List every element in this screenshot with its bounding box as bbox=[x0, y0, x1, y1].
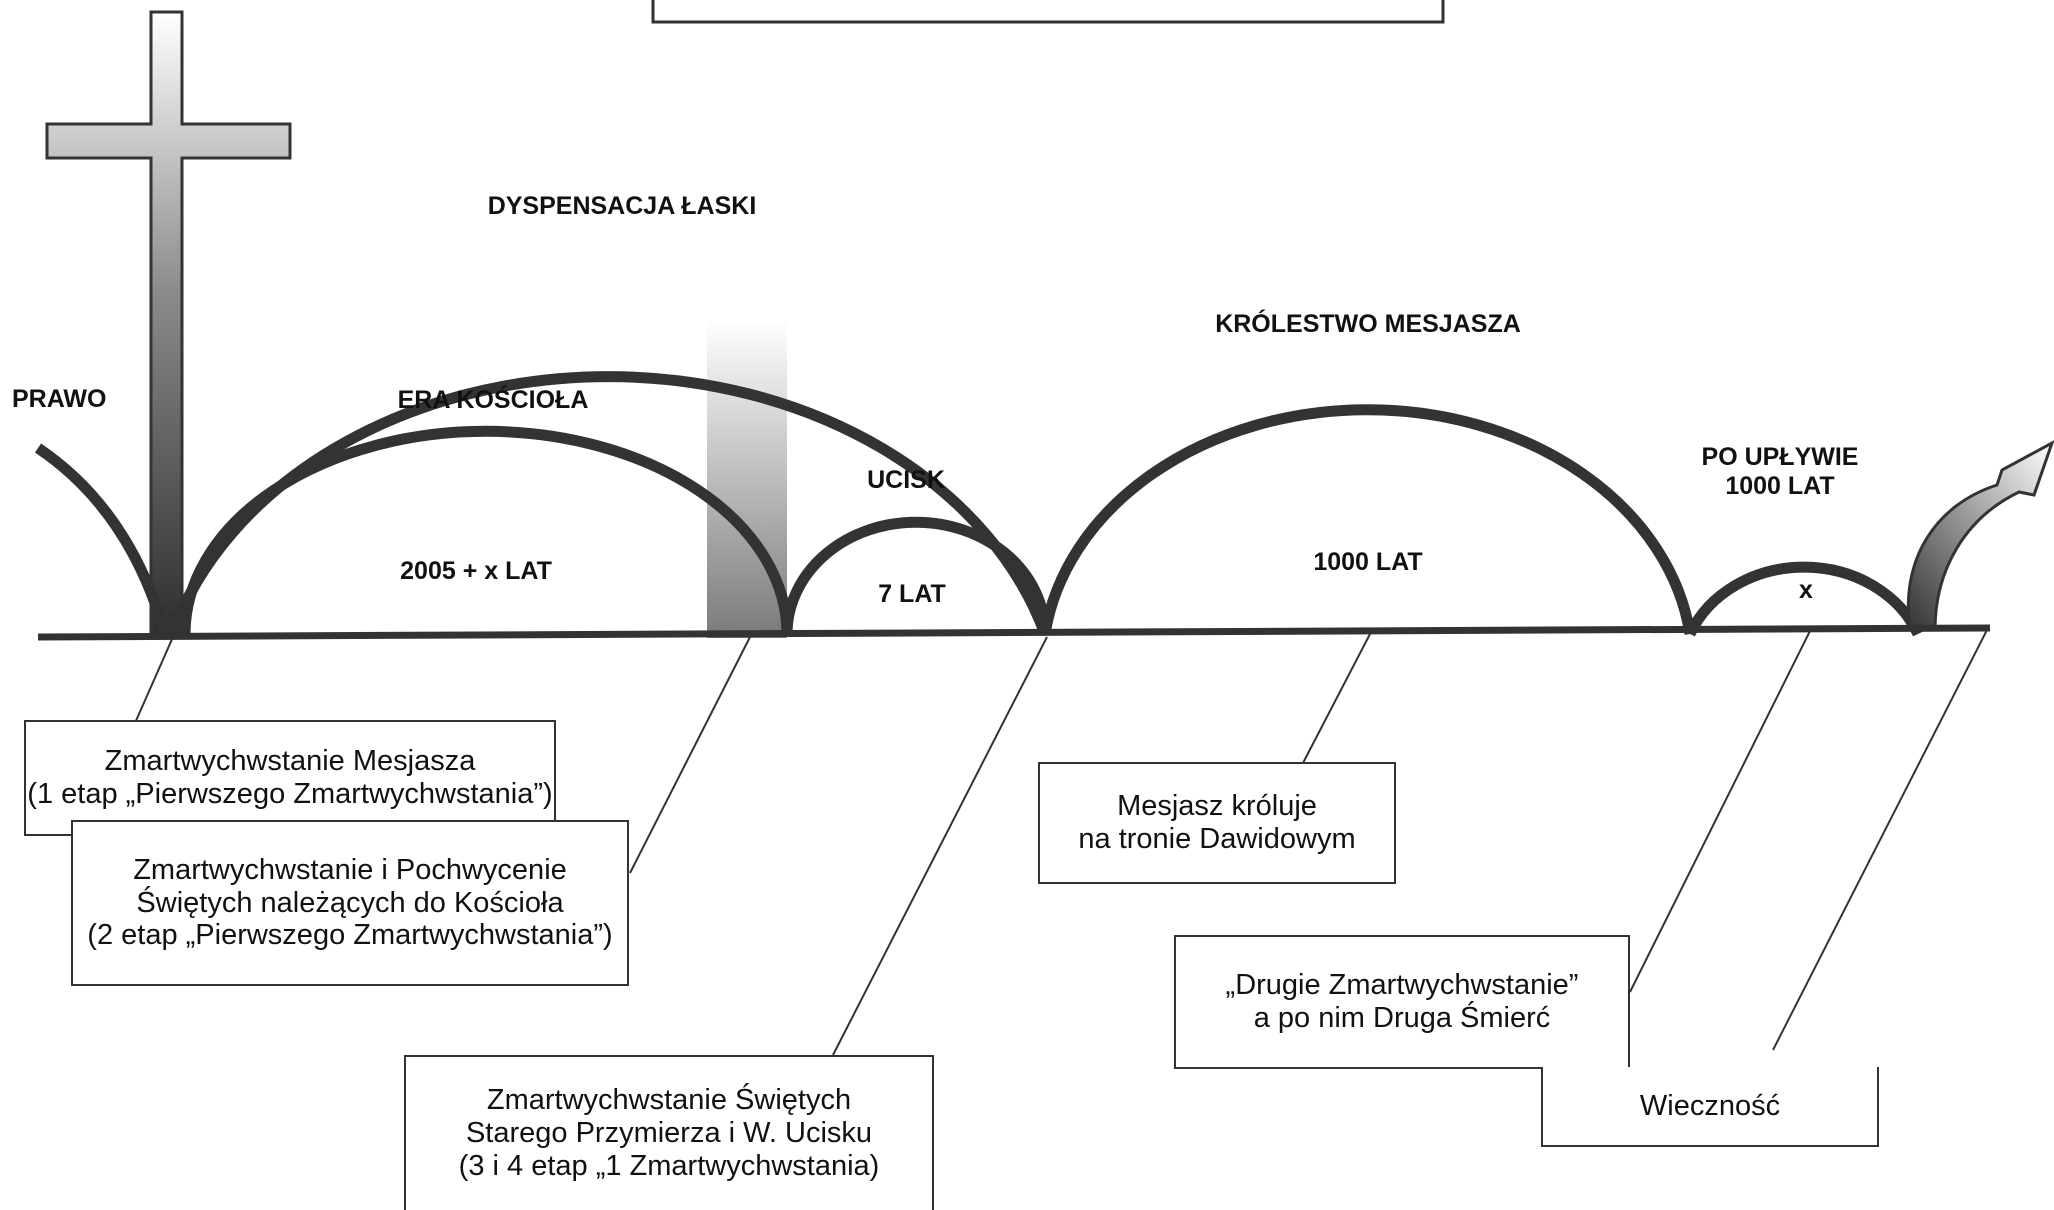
after-arc bbox=[1685, 561, 1923, 637]
box-church-rapture-line2: Świętych należących do Kościoła bbox=[136, 886, 564, 919]
box-church-rapture-line3: (2 etap „Pierwszego Zmartwychwstania”) bbox=[87, 919, 613, 952]
box-ot-saints-line3: (3 i 4 etap „1 Zmartwychwstania) bbox=[458, 1149, 880, 1182]
church-era-arc bbox=[179, 425, 793, 635]
box-messiah-resurrection: Zmartwychwstanie Mesjasza (1 etap „Pierw… bbox=[24, 720, 556, 836]
box-ot-saints: Zmartwychwstanie Świętych Starego Przymi… bbox=[404, 1055, 934, 1210]
box-ot-saints-line1: Zmartwychwstanie Świętych bbox=[486, 1084, 852, 1117]
label-tribulation-years: 7 LAT bbox=[878, 580, 946, 608]
connector-ot-saints bbox=[832, 636, 1048, 1056]
box-second-resurrection-line2: a po nim Druga Śmierć bbox=[1253, 1002, 1551, 1034]
connector-eternity bbox=[1772, 627, 1989, 1051]
arrow-icon bbox=[1906, 440, 2054, 632]
box-second-resurrection: „Drugie Zmartwychwstanie” a po nim Druga… bbox=[1174, 935, 1630, 1069]
connector-church-rapture bbox=[629, 636, 751, 874]
connector-messiah-reigns bbox=[1302, 633, 1371, 764]
connector-second-resurrection bbox=[1629, 630, 1811, 993]
timeline-baseline bbox=[37, 624, 1991, 641]
label-grace: DYSPENSACJA ŁASKI bbox=[488, 192, 757, 220]
kingdom-arc bbox=[1039, 404, 1696, 635]
box-eternity-line1: Wieczność bbox=[1639, 1089, 1781, 1122]
label-church-era: ERA KOŚCIOŁA bbox=[398, 384, 589, 414]
law-arc bbox=[34, 443, 171, 636]
box-church-rapture: Zmartwychwstanie i Pochwycenie Świętych … bbox=[71, 820, 629, 986]
box-church-rapture-line1: Zmartwychwstanie i Pochwycenie bbox=[133, 853, 567, 886]
label-after-line1: PO UPŁYWIE bbox=[1702, 443, 1859, 471]
box-messiah-reigns-line1: Mesjasz króluje bbox=[1117, 790, 1317, 823]
label-kingdom-years: 1000 LAT bbox=[1313, 548, 1422, 576]
label-after-line2: 1000 LAT bbox=[1725, 472, 1834, 500]
top-box-fragment bbox=[651, 0, 1445, 24]
connector-messiah-resurrection bbox=[134, 636, 174, 724]
tribulation-arc bbox=[781, 516, 1051, 635]
label-church-years: 2005 + x LAT bbox=[400, 557, 552, 585]
box-second-resurrection-line1: „Drugie Zmartwychwstanie” bbox=[1225, 969, 1579, 1002]
box-eternity: Wieczność bbox=[1541, 1067, 1879, 1147]
label-after-years: x bbox=[1799, 576, 1813, 604]
label-kingdom: KRÓLESTWO MESJASZA bbox=[1215, 308, 1521, 338]
box-messiah-resurrection-line1: Zmartwychwstanie Mesjasza bbox=[104, 745, 476, 778]
box-messiah-reigns-line2: na tronie Dawidowym bbox=[1078, 823, 1356, 855]
cross-icon bbox=[45, 10, 292, 640]
box-ot-saints-line2: Starego Przymierza i W. Ucisku bbox=[465, 1117, 873, 1150]
box-messiah-reigns: Mesjasz króluje na tronie Dawidowym bbox=[1038, 762, 1396, 884]
label-tribulation: UCISK bbox=[867, 466, 945, 494]
label-law: PRAWO bbox=[12, 385, 106, 413]
box-messiah-resurrection-line2: (1 etap „Pierwszego Zmartwychwstania”) bbox=[27, 778, 553, 810]
